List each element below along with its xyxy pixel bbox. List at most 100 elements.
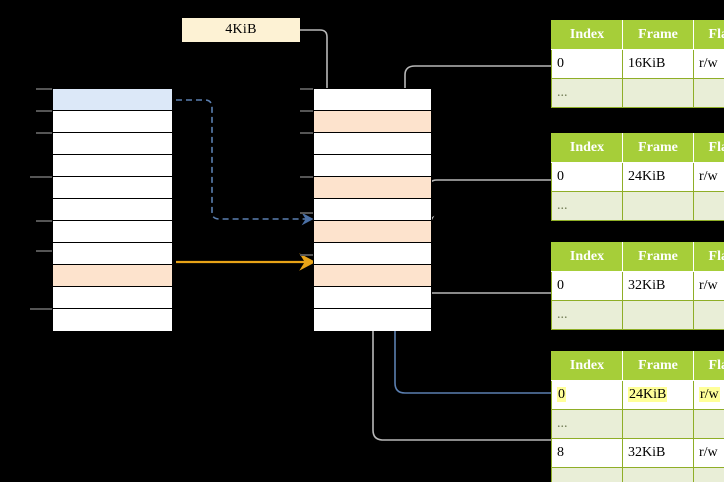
table-cell-index: ... (551, 191, 623, 221)
physical-frame-row (314, 155, 431, 177)
tick-mark (300, 110, 313, 112)
page-table-level-3: IndexFrameFlags024KiBr/w... (551, 133, 724, 221)
table-cell-index: ... (551, 467, 623, 482)
table-cell-index: 0 (551, 162, 623, 192)
table-cell-index: 0 (551, 380, 623, 410)
tick-mark (300, 132, 313, 134)
tick-mark (300, 254, 313, 256)
table-cell-frame: 24KiB (622, 162, 694, 192)
table-cell-frame (622, 78, 694, 108)
physical-frame-row (314, 133, 431, 155)
tick-mark (300, 88, 313, 90)
table-header-row: IndexFrameFlags (551, 133, 724, 163)
highlighted-value: 0 (557, 387, 566, 403)
page-table-level-2: IndexFrameFlags032KiBr/w... (551, 242, 724, 330)
tick-mark (30, 176, 52, 178)
table-cell-index: ... (551, 78, 623, 108)
column-header-flags: Flags (693, 20, 724, 50)
page-table-level-4: IndexFrameFlags016KiBr/w... (551, 20, 724, 108)
virtual-page-row (53, 287, 172, 309)
tick-mark (300, 212, 313, 214)
column-header-frame: Frame (622, 133, 694, 163)
table-cell-index: ... (551, 300, 623, 330)
table-cell-frame (622, 409, 694, 439)
table-cell-index: 0 (551, 49, 623, 79)
column-header-index: Index (551, 133, 623, 163)
physical-frame-row (314, 199, 431, 221)
table-cell-flags: r/w (693, 162, 724, 192)
table-cell-flags: r/w (693, 380, 724, 410)
table-cell-index: 8 (551, 438, 623, 468)
table-cell-flags: r/w (693, 438, 724, 468)
table-cell-flags (693, 409, 724, 439)
table-cell-frame: 32KiB (622, 271, 694, 301)
physical-frame-row (314, 287, 431, 309)
physical-frame-row (314, 265, 431, 287)
table-cell-flags: r/w (693, 49, 724, 79)
virtual-page-row (53, 309, 172, 331)
table-cell-flags (693, 300, 724, 330)
table-cell-frame: 16KiB (622, 49, 694, 79)
page-size-text: 4KiB (225, 22, 257, 37)
column-header-frame: Frame (622, 351, 694, 381)
table-cell-flags (693, 78, 724, 108)
table-cell-flags (693, 467, 724, 482)
virtual-page-row (53, 243, 172, 265)
table-cell-frame: 32KiB (622, 438, 694, 468)
column-header-flags: Flags (693, 133, 724, 163)
table-ellipsis-row: ... (551, 409, 724, 439)
column-header-flags: Flags (693, 242, 724, 272)
virtual-page-row (53, 199, 172, 221)
virtual-page-row (53, 133, 172, 155)
physical-frame-row (314, 309, 431, 331)
virtual-address-space-stack (52, 88, 173, 331)
table-cell-frame (622, 300, 694, 330)
column-header-frame: Frame (622, 20, 694, 50)
physical-frame-row (314, 111, 431, 133)
tick-mark (36, 132, 52, 134)
physical-frame-row (314, 221, 431, 243)
virtual-page-row (53, 265, 172, 287)
virtual-page-row (53, 111, 172, 133)
tick-mark (36, 250, 52, 252)
table-header-row: IndexFrameFlags (551, 351, 724, 381)
virtual-page-row (53, 221, 172, 243)
tick-mark (36, 110, 52, 112)
table-cell-flags (693, 191, 724, 221)
tick-mark (30, 308, 52, 310)
column-header-flags: Flags (693, 351, 724, 381)
column-header-index: Index (551, 20, 623, 50)
tick-mark (300, 176, 313, 178)
table-cell-index: 0 (551, 271, 623, 301)
virtual-page-row (53, 155, 172, 177)
table-ellipsis-row: ... (551, 300, 724, 330)
wire-vpage-blue-to-frame (176, 99, 314, 226)
column-header-index: Index (551, 351, 623, 381)
table-header-row: IndexFrameFlags (551, 242, 724, 272)
table-ellipsis-row: ... (551, 191, 724, 221)
physical-frame-row (314, 243, 431, 265)
tick-mark (36, 220, 52, 222)
table-ellipsis-row: ... (551, 467, 724, 482)
virtual-page-row (53, 177, 172, 199)
table-cell-index: ... (551, 409, 623, 439)
table-header-row: IndexFrameFlags (551, 20, 724, 50)
table-cell-frame: 24KiB (622, 380, 694, 410)
table-cell-flags: r/w (693, 271, 724, 301)
table-ellipsis-row: ... (551, 78, 724, 108)
virtual-page-row (53, 89, 172, 111)
page-size-label: 4KiB (182, 18, 300, 42)
column-header-index: Index (551, 242, 623, 272)
physical-frame-row (314, 89, 431, 111)
table-cell-frame (622, 467, 694, 482)
table-cell-frame (622, 191, 694, 221)
physical-memory-stack (313, 88, 432, 331)
physical-frame-row (314, 177, 431, 199)
tick-mark (36, 88, 52, 90)
